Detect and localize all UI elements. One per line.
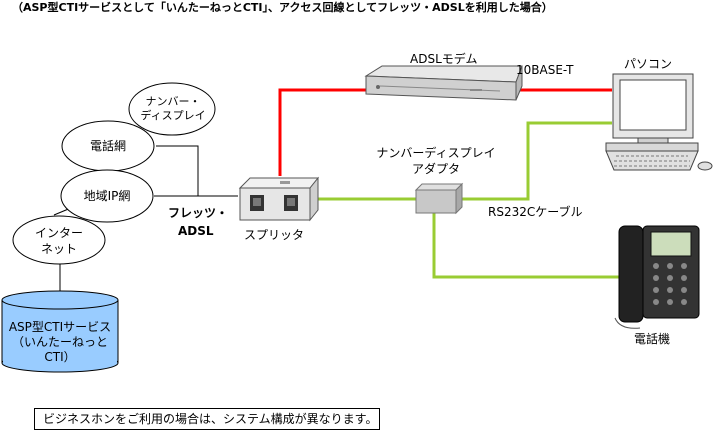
note-box: ビジネスホンをご利用の場合は、システム構成が異なります。 [34,408,380,430]
asp-service-label-1: ASP型CTIサービス [8,320,112,334]
base-t-label: 10BASE-T [516,63,574,77]
internet-label-2: ネット [40,242,77,256]
line-splitter-to-modem [278,88,366,176]
diagram-title: （ASP型CTIサービスとして「いんたーねっとCTI」、アクセス回線としてフレッ… [12,1,553,14]
database-cylinder-icon [1,290,119,373]
internet-ellipse [12,215,106,265]
line-telephone-network [156,145,238,197]
splitter-label: スプリッタ [244,228,305,242]
phone-lines [316,121,620,279]
telephone-network-label: 電話網 [89,139,126,153]
note-text: ビジネスホンをご利用の場合は、システム構成が異なります。 [43,412,378,426]
telephone-icon [614,225,700,329]
number-display-label-2: ディスプレイ [140,109,206,122]
number-display-label-1: ナンバー・ [145,95,201,108]
adsl-modem-label: ADSLモデム [410,52,478,66]
asp-service-label-2: （いんたーねっと [11,335,108,349]
pc-label: パソコン [624,57,673,71]
regional-ip-ellipse [60,169,154,223]
flets-adsl-label-2: ADSL [178,224,214,238]
pc-icon [605,73,713,171]
line-adapter-to-telephone [432,213,620,279]
flets-adsl-label-1: フレッツ・ [168,206,229,220]
asp-service-label-3: CTI） [44,350,76,364]
adapter-icon [414,182,464,215]
rs232c-label: RS232Cケーブル [488,205,583,219]
regional-ip-label: 地域IP網 [83,189,131,203]
line-adapter-to-pc [456,121,612,201]
adsl-lines [278,88,612,176]
number-display-cloud [128,82,216,136]
adsl-modem-icon [364,65,523,101]
adapter-label-2: アダプタ [411,162,460,176]
splitter-icon [238,176,320,222]
internet-label-1: インター [34,226,83,240]
adapter-label-1: ナンバーディスプレイ [376,146,496,160]
telephone-label: 電話機 [634,332,671,346]
